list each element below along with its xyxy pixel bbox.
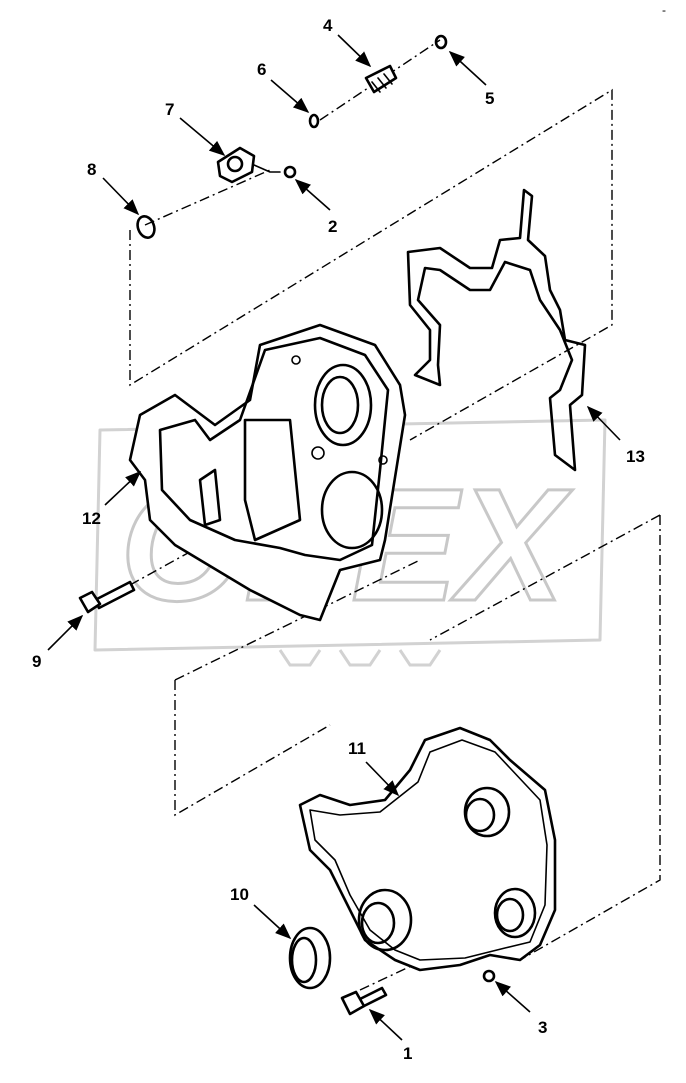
assembly-boundary-upper (129, 88, 613, 441)
callout-4: 4 (323, 16, 333, 35)
gear-housing-part-12 (128, 323, 407, 622)
gasket-part-13 (406, 188, 587, 472)
screw-part-2 (283, 165, 297, 179)
callout-12: 12 (82, 509, 101, 528)
watermark-gear-teeth (278, 649, 442, 667)
callout-6: 6 (257, 60, 266, 79)
leader-12 (104, 470, 142, 506)
callout-7: 7 (165, 100, 174, 119)
callout-2: 2 (328, 217, 337, 236)
corner-mark: - (662, 3, 666, 17)
sender-part-4 (364, 64, 398, 94)
callout-1: 1 (403, 1044, 412, 1063)
leader-5 (448, 50, 487, 86)
callout-11: 11 (348, 739, 366, 758)
front-cover-part-11 (298, 726, 557, 972)
leader-7 (179, 117, 226, 157)
sensor-housing-part-7 (216, 146, 281, 184)
callout-9: 9 (32, 652, 41, 671)
leader-13 (586, 405, 621, 441)
callout-3: 3 (538, 1018, 547, 1037)
axis-line-top (144, 39, 441, 226)
callout-labels: 8 7 6 4 5 2 13 12 9 11 10 1 3 (32, 16, 645, 1063)
leader-2 (294, 178, 331, 211)
leader-8 (102, 177, 140, 216)
leader-10 (253, 904, 292, 940)
watermark-gear-icon (93, 418, 607, 652)
leader-3 (494, 980, 531, 1013)
cap-screw-part-1 (340, 986, 388, 1016)
leader-1 (368, 1008, 403, 1041)
leader-9 (47, 614, 84, 651)
dowel-part-3 (482, 969, 496, 983)
leader-lines (47, 34, 621, 1041)
o-ring-part-6 (308, 113, 320, 129)
leader-11 (365, 761, 400, 797)
o-ring-part-5 (434, 34, 448, 50)
callout-8: 8 (87, 160, 96, 179)
leader-4 (337, 34, 372, 68)
callout-13: 13 (626, 447, 645, 466)
bolt-part-9 (78, 580, 136, 614)
oil-seal-part-10 (288, 926, 332, 990)
callout-10: 10 (230, 885, 249, 904)
o-ring-part-8 (136, 215, 156, 239)
assembly-boundary-lower (174, 514, 661, 961)
leader-6 (270, 79, 310, 114)
callout-5: 5 (485, 89, 494, 108)
